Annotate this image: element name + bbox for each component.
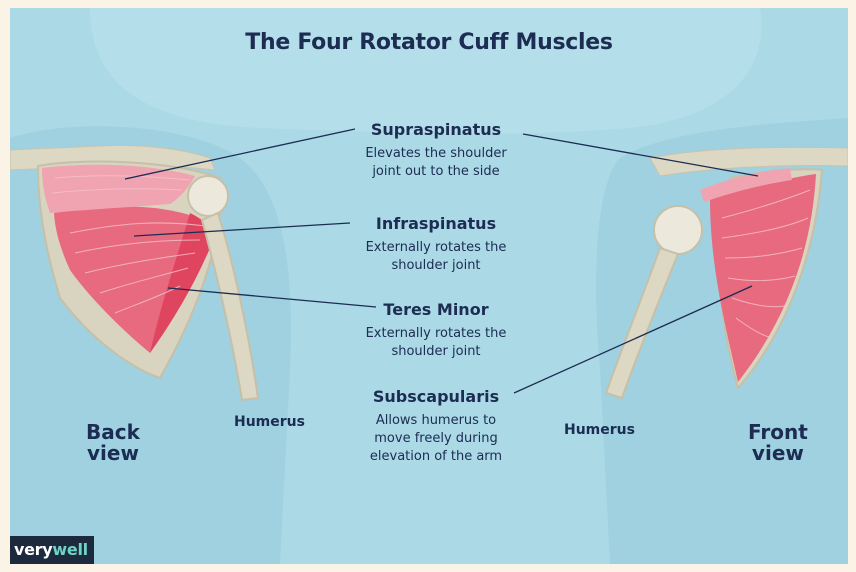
muscle-description-line: shoulder joint <box>336 343 536 361</box>
anatomy-illustration <box>10 8 848 564</box>
back-humeral-head <box>188 176 228 216</box>
muscle-name: Infraspinatus <box>336 214 536 233</box>
muscle-description-line: move freely during <box>336 430 536 448</box>
muscle-description-line: shoulder joint <box>336 257 536 275</box>
verywell-logo: verywell <box>10 536 94 564</box>
front-view-line1: Front <box>748 422 808 443</box>
label-infraspinatus: Infraspinatus Externally rotates the sho… <box>336 214 536 275</box>
page-title: The Four Rotator Cuff Muscles <box>10 30 848 55</box>
muscle-description-line: Allows humerus to <box>336 412 536 430</box>
label-teres-minor: Teres Minor Externally rotates the shoul… <box>336 300 536 361</box>
front-view-label: Front view <box>748 422 808 464</box>
label-supraspinatus: Supraspinatus Elevates the shoulder join… <box>336 120 536 181</box>
humerus-label-front: Humerus <box>564 422 635 438</box>
muscle-description-line: Externally rotates the <box>336 239 536 257</box>
muscle-name: Teres Minor <box>336 300 536 319</box>
back-view-line1: Back <box>86 422 140 443</box>
muscle-name: Subscapularis <box>336 387 536 406</box>
back-view-line2: view <box>86 443 140 464</box>
logo-part-well: well <box>52 540 87 559</box>
head-silhouette <box>90 8 761 134</box>
infographic: The Four Rotator Cuff Muscles Supraspina… <box>10 8 848 564</box>
muscle-description-line: elevation of the arm <box>336 448 536 466</box>
front-humeral-head <box>654 206 702 254</box>
muscle-description-line: joint out to the side <box>336 163 536 181</box>
humerus-label-back: Humerus <box>234 414 305 430</box>
back-view-label: Back view <box>86 422 140 464</box>
label-subscapularis: Subscapularis Allows humerus to move fre… <box>336 387 536 466</box>
front-view-line2: view <box>748 443 808 464</box>
muscle-description-line: Elevates the shoulder <box>336 145 536 163</box>
logo-part-very: very <box>14 540 52 559</box>
muscle-description-line: Externally rotates the <box>336 325 536 343</box>
muscle-name: Supraspinatus <box>336 120 536 139</box>
